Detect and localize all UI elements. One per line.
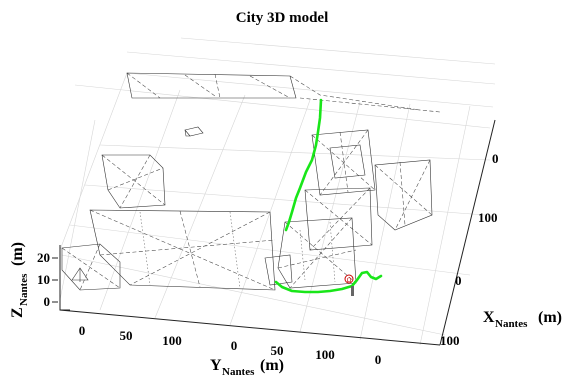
z-axis-label: Z Nantes (m) bbox=[9, 242, 30, 318]
y-tick: 100 bbox=[315, 347, 335, 362]
svg-text:(m): (m) bbox=[260, 357, 284, 374]
svg-text:(m): (m) bbox=[538, 309, 562, 326]
z-tick: 10 bbox=[37, 272, 50, 287]
x-tick: 0 bbox=[455, 273, 462, 288]
svg-text:Nantes: Nantes bbox=[18, 273, 30, 306]
y-tick: 100 bbox=[162, 333, 182, 348]
svg-text:Z: Z bbox=[9, 307, 26, 318]
y-tick: 0 bbox=[79, 323, 86, 338]
svg-text:X: X bbox=[483, 309, 495, 326]
marker: Ω bbox=[344, 274, 354, 296]
z-axis: 20 10 0 Z Nantes (m) bbox=[9, 242, 58, 318]
y-axis-label: Y Nantes (m) bbox=[210, 357, 284, 376]
svg-text:Nantes: Nantes bbox=[222, 366, 255, 376]
axes-frame bbox=[59, 119, 496, 346]
z-tick: 20 bbox=[37, 250, 50, 265]
svg-text:Y: Y bbox=[210, 357, 222, 374]
marker-pole bbox=[351, 286, 354, 296]
city-buildings bbox=[61, 72, 441, 291]
y-axis: 0 50 100 0 50 100 0 Y Nantes (m) bbox=[79, 323, 382, 376]
y-tick: 0 bbox=[231, 338, 238, 353]
y-tick: 0 bbox=[375, 352, 382, 367]
trajectory-upper bbox=[284, 98, 323, 232]
y-tick: 50 bbox=[271, 343, 284, 358]
x-axis: 0 100 0 100 X Nantes (m) bbox=[440, 151, 562, 348]
svg-text:(m): (m) bbox=[9, 242, 26, 266]
trajectory-series bbox=[274, 98, 383, 294]
z-tick: 0 bbox=[44, 294, 51, 309]
x-tick: 0 bbox=[492, 151, 499, 166]
y-tick: 50 bbox=[120, 328, 133, 343]
marker-label: Ω bbox=[347, 277, 352, 284]
svg-text:Nantes: Nantes bbox=[495, 318, 528, 330]
x-axis-label: X Nantes (m) bbox=[483, 309, 562, 330]
chart-title: City 3D model bbox=[236, 10, 329, 26]
trajectory-lower bbox=[274, 270, 383, 294]
grid bbox=[59, 37, 496, 346]
x-tick: 100 bbox=[478, 210, 498, 225]
x-tick: 100 bbox=[440, 333, 460, 348]
